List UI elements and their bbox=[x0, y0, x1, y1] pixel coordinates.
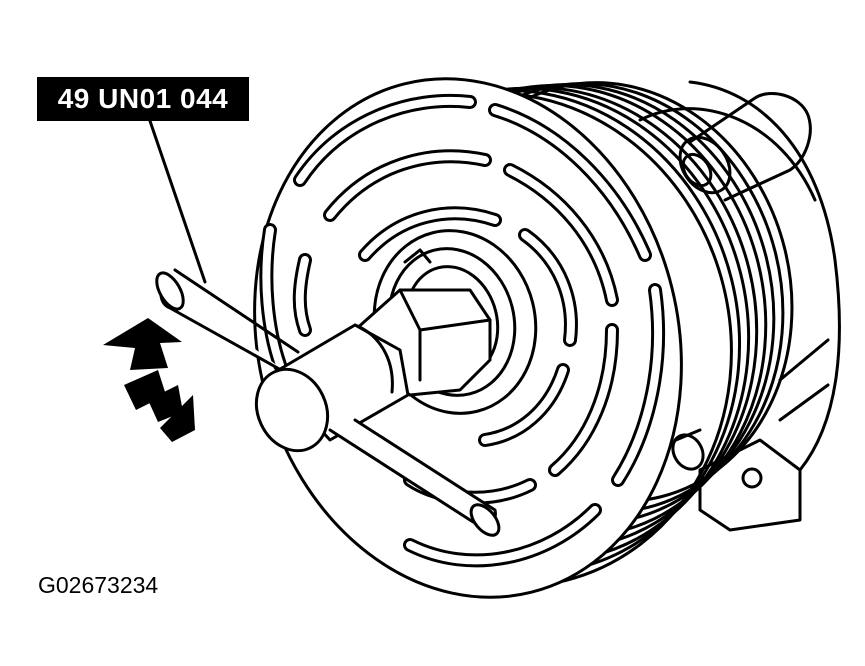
callout-leader bbox=[148, 119, 207, 284]
tool-number-label: 49 UN01 044 bbox=[57, 83, 229, 114]
figure-id: G02673234 bbox=[38, 572, 159, 598]
pulley-icon bbox=[253, 77, 794, 599]
rotation-arrow-icon bbox=[103, 318, 195, 442]
special-tool-icon bbox=[155, 268, 501, 537]
tool-number-callout: 49 UN01 044 bbox=[37, 77, 249, 121]
